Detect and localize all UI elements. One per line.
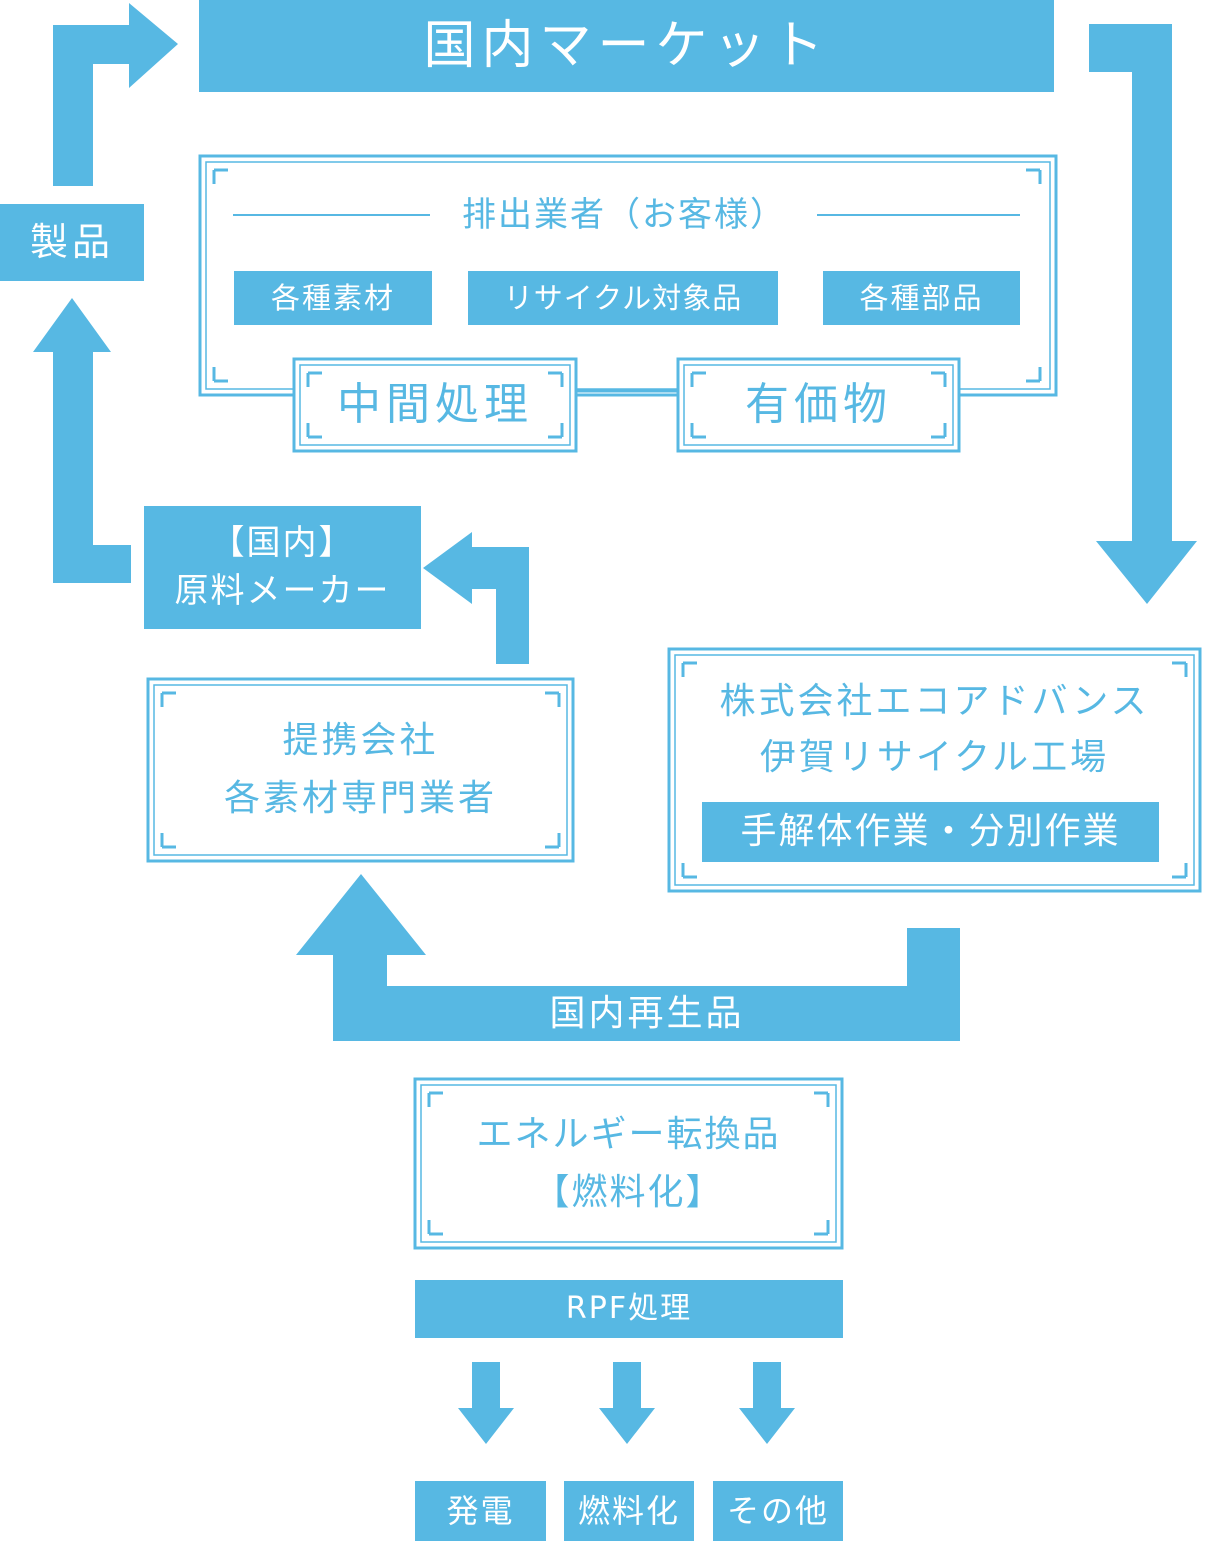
valuables-label: 有価物: [745, 378, 892, 430]
discharger-item-parts: 各種部品: [859, 280, 984, 315]
intermediate-label: 中間処理: [337, 378, 533, 430]
market-label: 国内マーケット: [423, 15, 830, 76]
maker-box: [144, 506, 421, 629]
market-to-factory-arrow: [1089, 24, 1197, 604]
product-to-market-arrow: [53, 3, 178, 186]
product-box: [0, 204, 144, 281]
discharger-item-pill: [468, 271, 778, 325]
valuables-box: [676, 357, 961, 453]
output-arrow: [739, 1362, 795, 1444]
energy-line1: エネルギー転換品: [476, 1113, 781, 1155]
partner-to-maker-arrow: [423, 532, 529, 664]
discharger-item-pill: [823, 271, 1020, 325]
output-power: 発電: [446, 1491, 515, 1530]
energy-line2: 【燃料化】: [533, 1171, 724, 1213]
energy-label: エネルギー転換品 【燃料化】: [415, 1079, 842, 1248]
output-box: [415, 1481, 546, 1541]
rpf-bar: [415, 1280, 843, 1338]
factory-work-label: 手解体作業・分別作業: [740, 811, 1121, 853]
discharger-item-pill: [234, 271, 432, 325]
maker-to-product-arrow: [33, 298, 131, 583]
factory-to-partner-arrow: [296, 874, 960, 1041]
partner-frame: [146, 677, 575, 863]
energy-frame: [413, 1077, 844, 1250]
product-label: 製品: [29, 219, 114, 264]
rpf-label: RPF処理: [565, 1291, 693, 1326]
factory-label: 株式会社エコアドバンス 伊賀リサイクル工場: [669, 668, 1200, 792]
intermediate-box: [292, 357, 578, 453]
factory-line1: 株式会社エコアドバンス: [719, 681, 1150, 723]
output-fuel: 燃料化: [577, 1491, 680, 1530]
partner-line1: 提携会社: [282, 720, 439, 762]
output-box: [713, 1481, 843, 1541]
discharger-item-recyclables: リサイクル対象品: [503, 280, 743, 315]
output-other: その他: [726, 1491, 829, 1530]
maker-line2: 原料メーカー: [174, 570, 391, 611]
partner-label: 提携会社 各素材専門業者: [148, 679, 573, 861]
domestic-recycled-label: 国内再生品: [549, 992, 745, 1034]
discharger-item-materials: 各種素材: [270, 280, 395, 315]
factory-line2: 伊賀リサイクル工場: [759, 737, 1110, 778]
factory-frame: [667, 647, 1202, 893]
market-banner: [199, 0, 1054, 92]
output-box: [564, 1481, 694, 1541]
discharger-frame: [198, 154, 1058, 397]
output-arrow: [599, 1362, 655, 1444]
output-arrow: [458, 1362, 514, 1444]
partner-line2: 各素材専門業者: [223, 778, 497, 819]
discharger-title: 排出業者（お客様）: [436, 190, 812, 240]
factory-work-bar: [702, 802, 1159, 862]
maker-line1: 【国内】: [210, 522, 355, 563]
maker-label: 【国内】 原料メーカー: [144, 506, 421, 629]
